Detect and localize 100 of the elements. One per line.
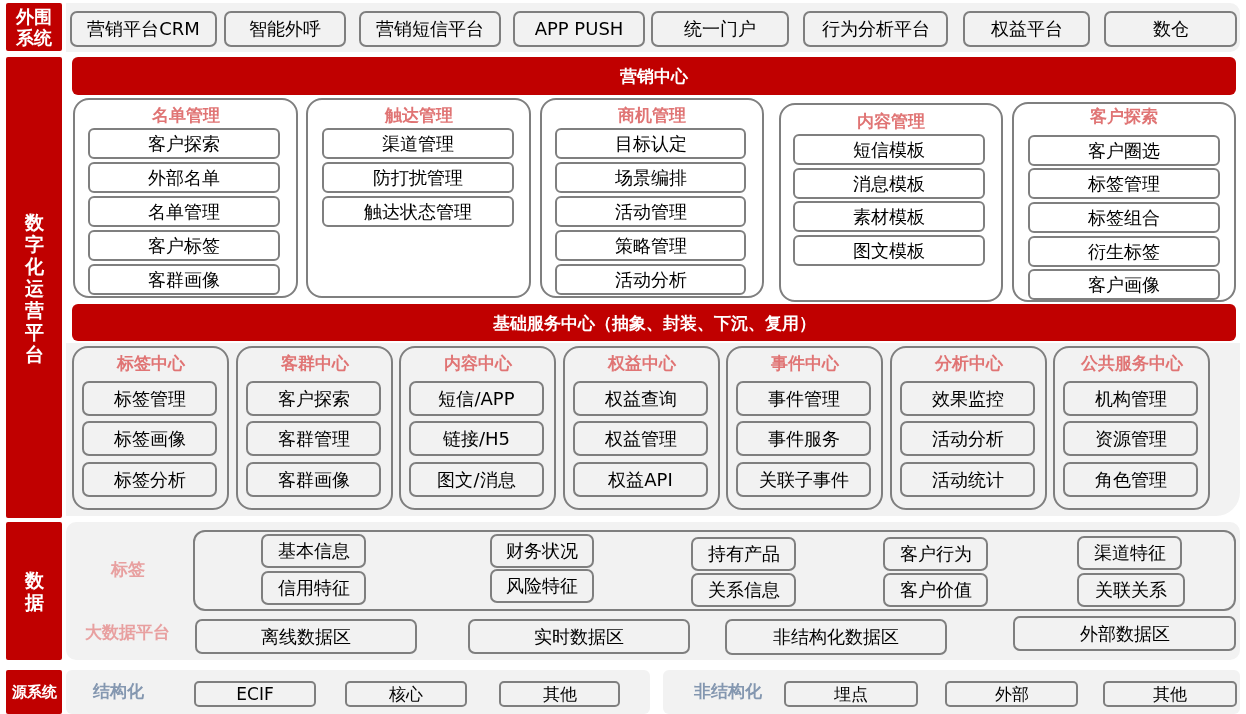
group-title: 标签中心 — [116, 354, 185, 374]
function-box: 客群管理 — [246, 421, 381, 456]
function-box: 名单管理 — [88, 196, 280, 227]
source-box: 埋点 — [784, 681, 918, 707]
function-box: 标签管理 — [1028, 168, 1220, 199]
function-box: 客户标签 — [88, 230, 280, 261]
function-box: 客群画像 — [246, 462, 381, 497]
side-banner: 外围系统 — [6, 3, 62, 51]
function-box: 链接/H5 — [409, 421, 544, 456]
group-title: 商机管理 — [618, 106, 686, 126]
function-box: 事件服务 — [736, 421, 871, 456]
group-title: 内容管理 — [857, 112, 925, 132]
function-box: 图文/消息 — [409, 462, 544, 497]
function-box: 客户画像 — [1028, 269, 1220, 300]
function-box: 防打扰管理 — [322, 162, 514, 193]
group-title: 权益中心 — [607, 354, 676, 374]
source-box: 核心 — [345, 681, 467, 707]
function-box: 短信/APP — [409, 381, 544, 416]
group-title: 事件中心 — [770, 354, 839, 374]
group-box — [1012, 102, 1236, 302]
system-box: 行为分析平台 — [803, 11, 948, 47]
section-panel — [663, 670, 1240, 714]
tag-box: 信用特征 — [261, 571, 366, 605]
data-zone-box: 外部数据区 — [1013, 616, 1236, 651]
header-bar: 营销中心 — [72, 57, 1236, 95]
group-title: 公共服务中心 — [1080, 354, 1183, 374]
system-box: 统一门户 — [651, 11, 789, 47]
function-box: 外部名单 — [88, 162, 280, 193]
group-box — [540, 98, 764, 298]
group-box — [193, 530, 1236, 611]
group-box — [399, 346, 556, 510]
group-box — [236, 346, 393, 510]
tag-box: 基本信息 — [261, 534, 366, 568]
function-box: 图文模板 — [793, 235, 985, 266]
data-zone-box: 实时数据区 — [468, 619, 690, 654]
function-box: 渠道管理 — [322, 128, 514, 159]
system-box: APP PUSH — [513, 11, 645, 47]
group-box — [73, 98, 298, 298]
tag-box: 渠道特征 — [1077, 536, 1182, 570]
data-zone-box: 离线数据区 — [195, 619, 417, 654]
system-box: 营销短信平台 — [359, 11, 501, 47]
side-banner: 数字化运营平台 — [6, 57, 62, 518]
group-box — [726, 346, 883, 510]
tag-box: 持有产品 — [691, 537, 796, 571]
function-box: 标签管理 — [82, 381, 217, 416]
group-title: 触达管理 — [384, 106, 453, 126]
function-box: 短信模板 — [793, 134, 985, 165]
function-box: 客群画像 — [88, 264, 280, 295]
group-title: 名单管理 — [151, 106, 220, 126]
tag-box: 关联关系 — [1077, 573, 1185, 607]
system-box: 权益平台 — [963, 11, 1090, 47]
function-box: 活动统计 — [900, 462, 1035, 497]
section-panel — [66, 670, 650, 714]
function-box: 事件管理 — [736, 381, 871, 416]
function-box: 资源管理 — [1063, 421, 1198, 456]
function-box: 素材模板 — [793, 201, 985, 232]
function-box: 衍生标签 — [1028, 236, 1220, 267]
group-box — [890, 346, 1047, 510]
tag-box: 关系信息 — [691, 573, 796, 607]
function-box: 效果监控 — [900, 381, 1035, 416]
function-box: 策略管理 — [555, 230, 746, 261]
row-label: 非结构化 — [694, 682, 762, 702]
group-box — [563, 346, 720, 510]
function-box: 客户探索 — [88, 128, 280, 159]
group-title: 客户探索 — [1090, 107, 1158, 127]
group-box — [779, 103, 1003, 302]
function-box: 活动分析 — [900, 421, 1035, 456]
function-box: 权益API — [573, 462, 708, 497]
function-box: 客户圈选 — [1028, 135, 1220, 166]
function-box: 场景编排 — [555, 162, 746, 193]
function-box: 目标认定 — [555, 128, 746, 159]
system-box: 营销平台CRM — [70, 11, 217, 47]
source-box: ECIF — [194, 681, 316, 707]
row-label: 结构化 — [92, 682, 144, 702]
source-box: 外部 — [945, 681, 1078, 707]
header-bar: 基础服务中心（抽象、封装、下沉、复用） — [72, 304, 1236, 341]
function-box: 权益查询 — [573, 381, 708, 416]
group-box — [72, 346, 229, 510]
group-title: 客群中心 — [280, 354, 349, 374]
function-box: 标签组合 — [1028, 202, 1220, 233]
row-label: 大数据平台 — [84, 623, 170, 643]
tag-box: 客户行为 — [883, 537, 988, 571]
tag-box: 财务状况 — [490, 534, 594, 568]
side-banner: 源系统 — [6, 670, 62, 714]
group-title: 内容中心 — [443, 354, 512, 374]
source-box: 其他 — [499, 681, 620, 707]
function-box: 客户探索 — [246, 381, 381, 416]
function-box: 机构管理 — [1063, 381, 1198, 416]
source-box: 其他 — [1103, 681, 1237, 707]
section-panel — [66, 522, 1240, 660]
tag-box: 客户价值 — [883, 573, 988, 607]
row-label: 标签 — [111, 560, 145, 580]
side-banner: 数据 — [6, 522, 62, 660]
function-box: 活动分析 — [555, 264, 746, 295]
function-box: 角色管理 — [1063, 462, 1198, 497]
data-zone-box: 非结构化数据区 — [725, 619, 947, 655]
function-box: 触达状态管理 — [322, 196, 514, 227]
tag-box: 风险特征 — [490, 569, 594, 603]
function-box: 标签画像 — [82, 421, 217, 456]
function-box: 权益管理 — [573, 421, 708, 456]
